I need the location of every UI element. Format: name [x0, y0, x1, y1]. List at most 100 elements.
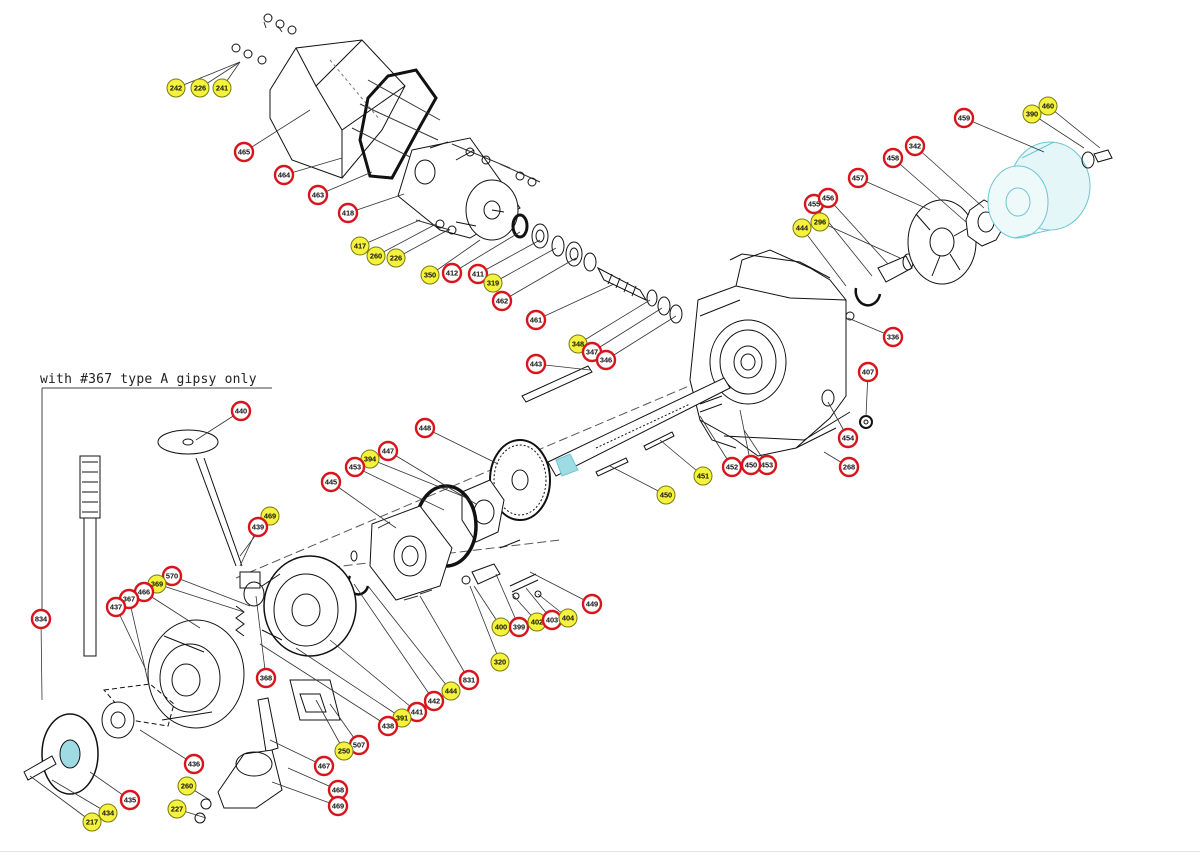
callout-242: 242 [166, 78, 186, 98]
callout-label: 469 [332, 802, 344, 811]
callout-label: 459 [958, 114, 970, 123]
callout-label: 456 [822, 194, 834, 203]
callout-label: 418 [342, 209, 354, 218]
callout-342: 342 [904, 135, 926, 157]
leader-line-458 [892, 157, 967, 223]
leader-line-437 [115, 606, 147, 671]
callout-badge [30, 608, 52, 630]
callout-label: 450 [745, 461, 757, 470]
shaft-443 [521, 365, 593, 403]
callout-label: 570 [166, 572, 178, 581]
callout-label: 444 [445, 687, 458, 696]
leader-line-445 [330, 481, 397, 529]
callout-badge [491, 290, 513, 312]
o-ring-412 [511, 213, 529, 239]
callout-label: 441 [411, 708, 423, 717]
callout-label: 403 [546, 616, 558, 625]
callout-badge [119, 789, 141, 811]
callout-badge [595, 349, 617, 371]
callout-badge [792, 218, 812, 238]
gipsy-wheel [261, 555, 357, 657]
callout-badge [441, 262, 463, 284]
callout-badge [1038, 96, 1058, 116]
callout-badge [377, 440, 399, 462]
callout-450: 450 [740, 454, 762, 476]
main-shaft [547, 377, 731, 477]
callout-label: 466 [138, 588, 150, 597]
motor-bolts [415, 143, 541, 231]
bearing-block-469 [217, 749, 283, 809]
callout-label: 463 [312, 191, 324, 200]
callout-label: 468 [332, 786, 344, 795]
callout-badge [656, 485, 676, 505]
callout-badge [386, 248, 406, 268]
callout-label: 342 [909, 142, 921, 151]
callout-319: 319 [483, 273, 503, 293]
callout-label: 367 [123, 595, 135, 604]
callout-458: 458 [882, 147, 904, 169]
callout-831: 831 [458, 669, 480, 691]
leader-line-412 [451, 231, 521, 274]
callout-444: 444 [792, 218, 812, 238]
callout-label: 260 [181, 782, 193, 791]
callout-437: 437 [105, 596, 127, 618]
leader-line-320 [469, 585, 501, 663]
callout-402: 402 [527, 612, 547, 632]
callout-label: 439 [252, 523, 264, 532]
leader-line-390 [1031, 113, 1085, 149]
leader-line-342 [914, 145, 985, 209]
callout-label: 412 [446, 269, 458, 278]
callout-394: 394 [360, 449, 380, 469]
callout-label: 452 [726, 463, 738, 472]
callout-452: 452 [721, 456, 743, 478]
callout-417: 417 [350, 236, 370, 256]
leader-line-469 [271, 781, 339, 807]
callout-label: 507 [353, 741, 365, 750]
callout-badge [693, 466, 713, 486]
leader-line-436 [139, 729, 195, 765]
callout-label: 435 [124, 796, 136, 805]
callout-403: 403 [541, 609, 563, 631]
leader-line-570 [171, 575, 251, 607]
callout-label: 347 [586, 348, 598, 357]
callout-260: 260 [366, 246, 386, 266]
callout-badge [483, 273, 503, 293]
callout-badge [334, 741, 354, 761]
leader-line-348 [577, 299, 651, 345]
pawl-parts [471, 563, 501, 585]
callout-label: 296 [814, 218, 826, 227]
callout-label: 217 [86, 818, 98, 827]
callout-435: 435 [119, 789, 141, 811]
callout-label: 455 [808, 200, 820, 209]
callout-label: 368 [260, 674, 272, 683]
callout-400: 400 [491, 617, 511, 637]
callout-label: 460 [1042, 102, 1054, 111]
leader-line-350 [429, 239, 481, 276]
callout-label: 404 [562, 614, 575, 623]
callout-438: 438 [377, 715, 399, 737]
callout-label: 402 [531, 618, 543, 627]
circlip-455 [854, 287, 882, 307]
leader-line-831 [419, 595, 470, 681]
callout-227: 227 [167, 799, 187, 819]
callout-834: 834 [30, 608, 52, 630]
callout-badge [377, 715, 399, 737]
callout-320: 320 [490, 652, 510, 672]
callout-badge [166, 78, 186, 98]
leader-line-369 [156, 583, 245, 613]
key-451 [643, 431, 675, 451]
callout-label: 417 [354, 242, 366, 251]
electric-motor [397, 137, 521, 241]
callout-451: 451 [693, 466, 713, 486]
callout-label: 453 [349, 463, 361, 472]
leader-line-441 [329, 639, 418, 713]
spring-570 [235, 605, 245, 637]
callout-label: 440 [235, 407, 247, 416]
callout-badge [313, 755, 335, 777]
callout-570: 570 [161, 565, 183, 587]
callout-453: 453 [344, 456, 366, 478]
callout-badge [212, 78, 232, 98]
leader-line-834 [40, 618, 43, 701]
callout-badge [525, 353, 547, 375]
callout-badge [458, 669, 480, 691]
